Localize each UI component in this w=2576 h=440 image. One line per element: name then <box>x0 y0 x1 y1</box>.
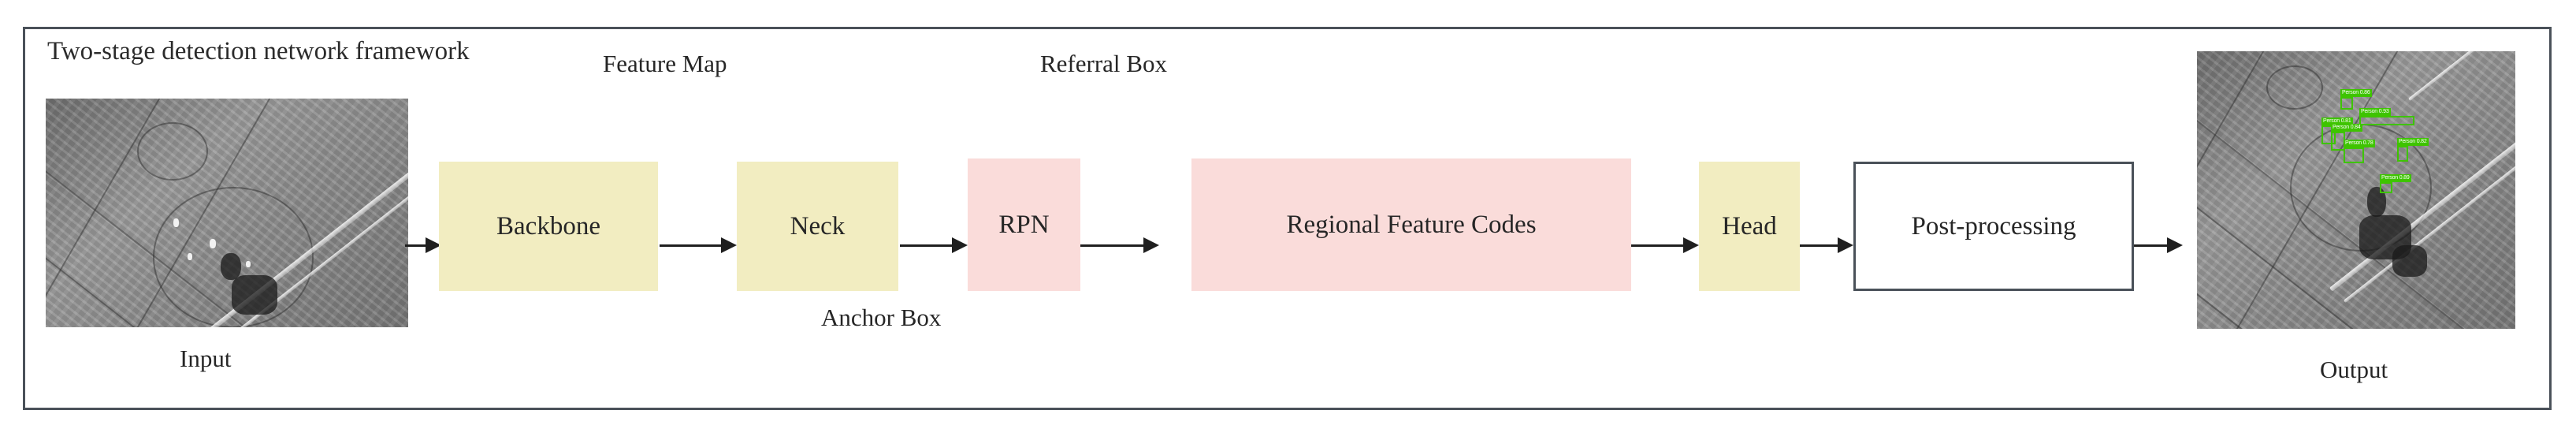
node-neck-label: Neck <box>790 211 846 241</box>
arrow-head <box>1683 237 1699 253</box>
arrow-shaft <box>900 244 952 247</box>
node-head-label: Head <box>1722 211 1777 241</box>
detection-label: Person 0.78 <box>2344 140 2375 147</box>
dark-blob <box>2392 245 2427 277</box>
detection-box <box>2359 116 2414 125</box>
detection-label: Person 0.86 <box>2340 89 2372 97</box>
dark-blob <box>221 253 241 280</box>
hot-dot <box>188 253 192 260</box>
node-head[interactable]: Head <box>1699 162 1800 291</box>
figure-frame: Two-stage detection network framework In… <box>23 27 2552 410</box>
arrow-shaft <box>405 244 426 247</box>
detection-label: Person 0.84 <box>2331 124 2362 132</box>
dark-blob <box>232 275 277 315</box>
node-post-processing-label: Post-processing <box>1911 211 2076 241</box>
arrow-rfc-to-head <box>1631 237 1699 253</box>
detection-label: Person 0.82 <box>2397 138 2429 146</box>
arrow-backbone-to-neck <box>660 237 737 253</box>
node-regional-feature-codes-label: Regional Feature Codes <box>1286 210 1537 239</box>
annotation-anchor-box: Anchor Box <box>821 304 942 331</box>
arrow-neck-to-rpn <box>900 237 968 253</box>
arrow-shaft <box>1080 244 1143 247</box>
input-caption: Input <box>180 345 232 372</box>
detection-label: Person 0.93 <box>2359 108 2391 116</box>
arrow-head <box>721 237 737 253</box>
input-image <box>46 99 408 327</box>
node-regional-feature-codes[interactable]: Regional Feature Codes <box>1191 158 1631 291</box>
detection-box <box>2340 97 2353 110</box>
detection-label: Person 0.89 <box>2380 174 2411 182</box>
node-post-processing[interactable]: Post-processing <box>1853 162 2134 291</box>
arrow-head <box>426 237 441 253</box>
arrow-shaft <box>660 244 721 247</box>
annotation-feature-map: Feature Map <box>603 50 727 77</box>
arrow-head <box>2167 237 2183 253</box>
detection-box <box>2321 125 2336 144</box>
output-caption: Output <box>2320 356 2388 383</box>
detection-label: Person 0.81 <box>2321 117 2353 125</box>
node-backbone-label: Backbone <box>496 211 600 241</box>
detection-box <box>2344 147 2364 163</box>
node-rpn[interactable]: RPN <box>968 158 1080 291</box>
hot-dot <box>210 239 216 248</box>
arrow-head <box>1143 237 1159 253</box>
hot-dot <box>246 261 251 267</box>
arrow-shaft <box>1800 244 1838 247</box>
arrow-head-to-postprocessing <box>1800 237 1853 253</box>
arrow-postprocessing-to-output <box>2134 237 2183 253</box>
crop-circle <box>2266 65 2323 110</box>
arrow-head <box>952 237 968 253</box>
crop-circle <box>153 187 314 327</box>
arrow-input-to-backbone <box>405 237 441 253</box>
arrow-shaft <box>2134 244 2167 247</box>
annotation-referral-box: Referral Box <box>1040 50 1167 77</box>
node-neck[interactable]: Neck <box>737 162 898 291</box>
figure-title: Two-stage detection network framework <box>47 37 470 65</box>
detection-box <box>2380 182 2392 193</box>
crop-circle <box>137 122 208 181</box>
arrow-head <box>1838 237 1853 253</box>
arrow-shaft <box>1631 244 1683 247</box>
detection-box <box>2397 146 2408 162</box>
node-rpn-label: RPN <box>998 210 1050 239</box>
arrow-rpn-to-rfc <box>1080 237 1159 253</box>
output-image: Person 0.86 Person 0.93 Person 0.81 Pers… <box>2197 51 2515 329</box>
node-backbone[interactable]: Backbone <box>439 162 658 291</box>
hot-dot <box>173 218 179 227</box>
